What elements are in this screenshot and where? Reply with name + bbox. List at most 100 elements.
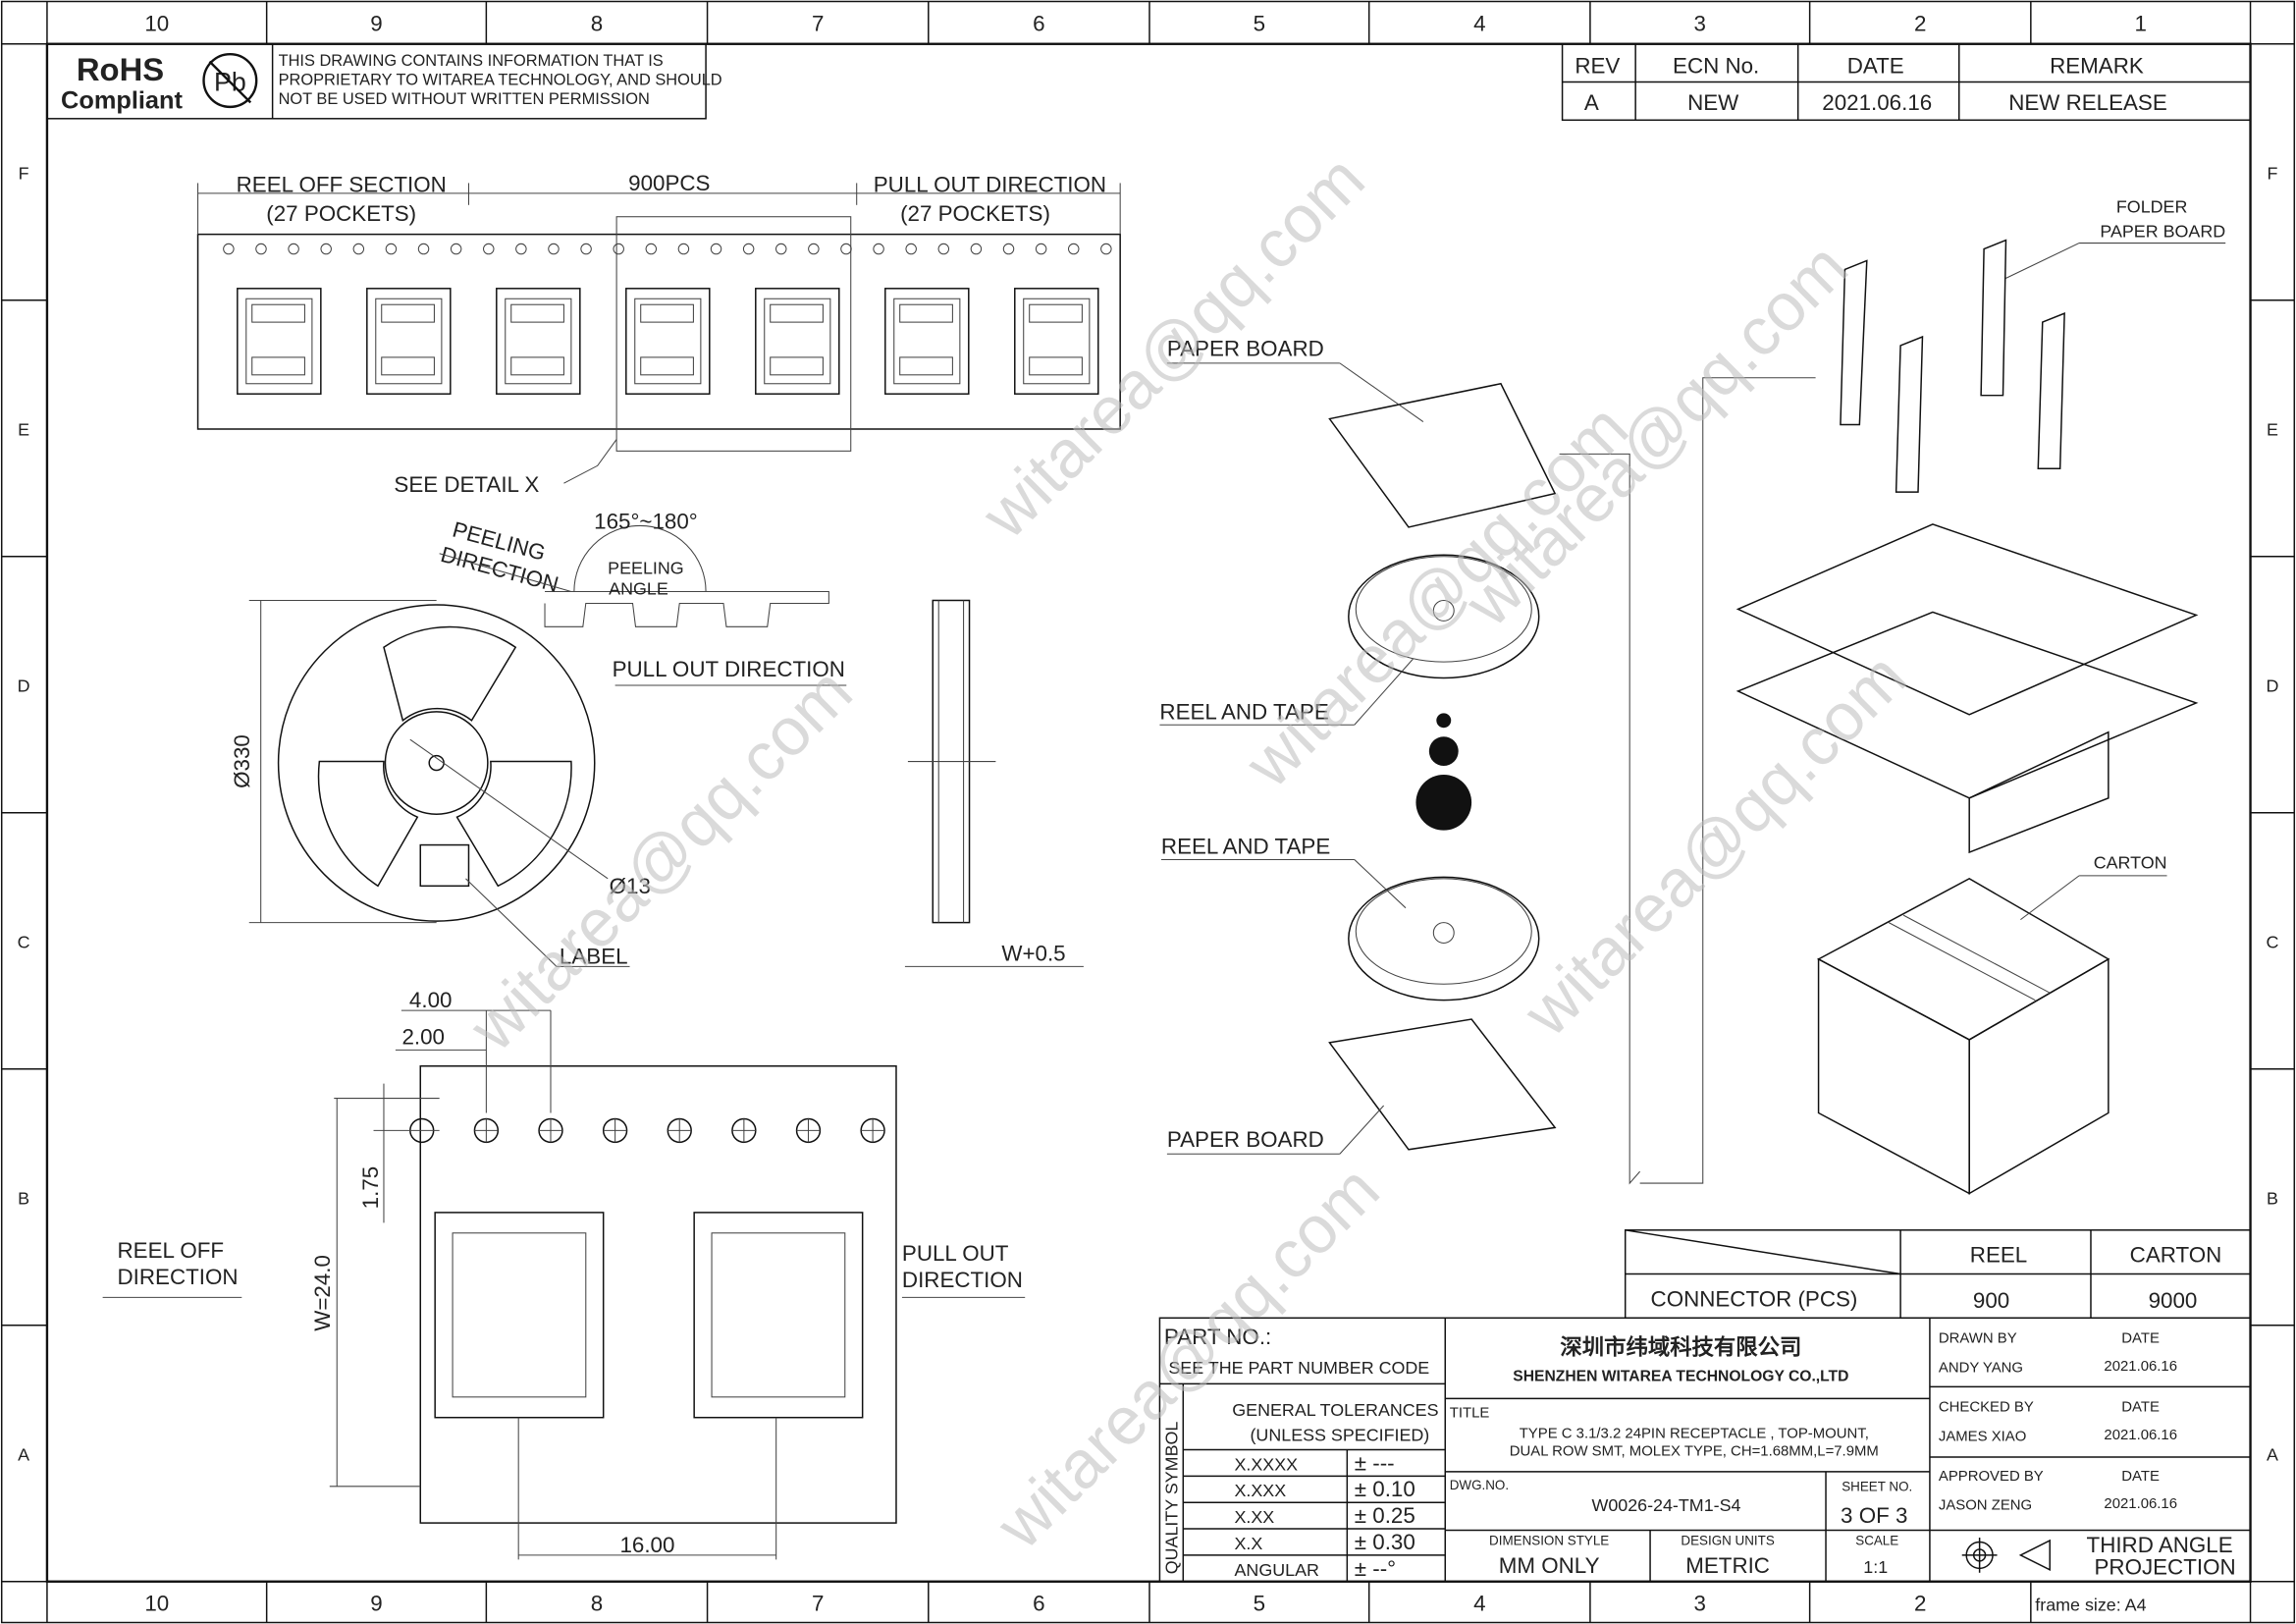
reel-width: W+0.5 xyxy=(1001,941,1065,965)
tolerance-value: ± --- xyxy=(1355,1450,1395,1475)
tape-pocket xyxy=(237,288,322,395)
dim-pocket-pitch: 16.00 xyxy=(619,1533,674,1557)
column-marker: 10 xyxy=(144,1592,169,1616)
detail-pull-out-label: DIRECTION xyxy=(902,1268,1023,1292)
title-line: DUAL ROW SMT, MOLEX TYPE, CH=1.68MM,L=7.… xyxy=(1510,1443,1879,1459)
drawn-date: 2021.06.16 xyxy=(2104,1359,2177,1375)
carrier-tape-view: REEL OFF SECTION (27 POCKETS) 900PCS PUL… xyxy=(196,171,1121,497)
sprocket-hole xyxy=(613,243,624,255)
tolerance-value: ± 0.30 xyxy=(1355,1530,1415,1554)
quality-symbol-label: QUALITY SYMBOL xyxy=(1161,1422,1181,1575)
sprocket-hole xyxy=(515,243,527,255)
checked-by: JAMES XIAO xyxy=(1939,1430,2026,1445)
sheet-label: SHEET NO. xyxy=(1842,1479,1912,1493)
company-name-en: SHENZHEN WITAREA TECHNOLOGY CO.,LTD xyxy=(1513,1368,1848,1384)
packing-diagram: PAPER BOARD REEL AND TAPE REEL AND TAPE … xyxy=(1159,196,2225,1195)
sprocket-hole xyxy=(1002,243,1015,255)
rev-value: A xyxy=(1584,90,1599,115)
tape-pocket xyxy=(884,288,970,395)
peeling-angle-label: ANGLE xyxy=(609,579,668,599)
paper-board-label: PAPER BOARD xyxy=(1167,336,1324,360)
sprocket-hole xyxy=(1067,243,1080,255)
title-block: PART NO.: SEE THE PART NUMBER CODE QUALI… xyxy=(1158,1317,2252,1583)
rev-header: REV xyxy=(1575,54,1620,79)
row-marker: B xyxy=(2267,1189,2278,1209)
sprocket-hole xyxy=(580,243,592,255)
column-marker: 5 xyxy=(1254,1592,1265,1616)
scale-value: 1:1 xyxy=(1863,1557,1888,1577)
dim-hole-edge: 1.75 xyxy=(358,1166,383,1210)
column-marker: 2 xyxy=(1914,1592,1926,1616)
column-marker: 7 xyxy=(812,1592,824,1616)
tolerance-value: ± --° xyxy=(1355,1556,1396,1581)
sprocket-hole xyxy=(483,243,495,255)
sprocket-hole xyxy=(775,243,787,255)
peeling-angle-label: PEELING xyxy=(608,559,683,578)
sprocket-hole xyxy=(840,243,852,255)
checked-by-label: CHECKED BY xyxy=(1939,1400,2034,1416)
paper-board-label-bottom: PAPER BOARD xyxy=(1167,1127,1324,1152)
watermark-text: witarea@qq.com xyxy=(1509,638,1921,1051)
tolerance-key: X.XXXX xyxy=(1234,1454,1298,1474)
rohs-logo: RoHS xyxy=(77,51,164,87)
tolerance-subtitle: (UNLESS SPECIFIED) xyxy=(1250,1426,1429,1445)
row-marker: F xyxy=(2267,164,2277,184)
column-marker: 10 xyxy=(144,11,169,35)
column-marker: 8 xyxy=(591,11,603,35)
sprocket-hole xyxy=(1035,243,1047,255)
tolerance-value: ± 0.25 xyxy=(1355,1503,1415,1528)
date-label: DATE xyxy=(2121,1400,2160,1416)
row-marker: A xyxy=(2267,1445,2278,1465)
date-label: DATE xyxy=(2121,1331,2160,1347)
tape-pocket xyxy=(1014,288,1099,395)
column-marker: 9 xyxy=(370,1592,382,1616)
column-marker: 4 xyxy=(1473,1592,1485,1616)
projection-label: THIRD ANGLE xyxy=(2087,1533,2233,1557)
notice-line: NOT BE USED WITHOUT WRITTEN PERMISSION xyxy=(279,90,650,108)
company-name-cn: 深圳市纬域科技有限公司 xyxy=(1560,1334,1801,1360)
folder-label: FOLDER xyxy=(2116,196,2188,216)
tolerance-key: X.XX xyxy=(1234,1507,1274,1527)
sprocket-hole xyxy=(937,243,950,255)
detail-reel-off-label: REEL OFF xyxy=(118,1238,224,1263)
part-no-label: PART NO.: xyxy=(1164,1325,1271,1349)
row-marker: B xyxy=(18,1189,29,1209)
remark-header: REMARK xyxy=(2050,54,2144,79)
quantity-table: REEL CARTON CONNECTOR (PCS) 900 9000 xyxy=(1624,1229,2252,1320)
sprocket-hole xyxy=(677,243,690,255)
notice-line: PROPRIETARY TO WITAREA TECHNOLOGY, AND S… xyxy=(279,72,722,89)
reel-off-pockets: (27 POCKETS) xyxy=(266,201,416,226)
row-marker: F xyxy=(19,164,29,184)
rev-date: 2021.06.16 xyxy=(1822,90,1932,115)
sprocket-hole xyxy=(873,243,884,255)
dim-hole-offset: 2.00 xyxy=(401,1024,445,1049)
reel-header: REEL xyxy=(1970,1243,2027,1268)
connector-label: CONNECTOR (PCS) xyxy=(1651,1286,1858,1311)
reel-diameter: Ø330 xyxy=(230,734,254,788)
tolerance-key: X.X xyxy=(1234,1534,1262,1553)
dim-style-value: MM ONLY xyxy=(1499,1553,1600,1578)
sheet-value: 3 OF 3 xyxy=(1841,1503,1907,1528)
third-angle-projection-icon xyxy=(1961,1538,2051,1573)
dim-sprocket-pitch: 4.00 xyxy=(409,988,453,1012)
row-marker: D xyxy=(2266,677,2278,696)
sprocket-hole xyxy=(288,243,299,255)
tolerance-key: ANGULAR xyxy=(1234,1560,1319,1580)
tape-pocket xyxy=(625,288,711,395)
column-marker: 6 xyxy=(1033,1592,1044,1616)
sprocket-hole xyxy=(320,243,332,255)
reel-qty: 900 xyxy=(1973,1288,2009,1313)
detail-reel-off-label: DIRECTION xyxy=(118,1265,239,1289)
pull-out-pockets: (27 POCKETS) xyxy=(900,201,1050,226)
detail-x-view: 4.00 2.00 1.75 W=24.0 16.00 REEL OFF DIR… xyxy=(102,988,1026,1560)
rohs-compliant: Compliant xyxy=(61,86,183,114)
carton-qty: 9000 xyxy=(2149,1288,2198,1313)
no-lead-icon xyxy=(202,52,258,109)
column-marker: 4 xyxy=(1473,11,1485,35)
column-marker: 1 xyxy=(2134,11,2146,35)
folder-label: PAPER BOARD xyxy=(2100,222,2225,242)
detail-pull-out-label: PULL OUT xyxy=(902,1241,1009,1266)
column-marker: 3 xyxy=(1694,11,1706,35)
rohs-block: RoHS Compliant Pb THIS DRAWING CONTAINS … xyxy=(46,42,722,120)
